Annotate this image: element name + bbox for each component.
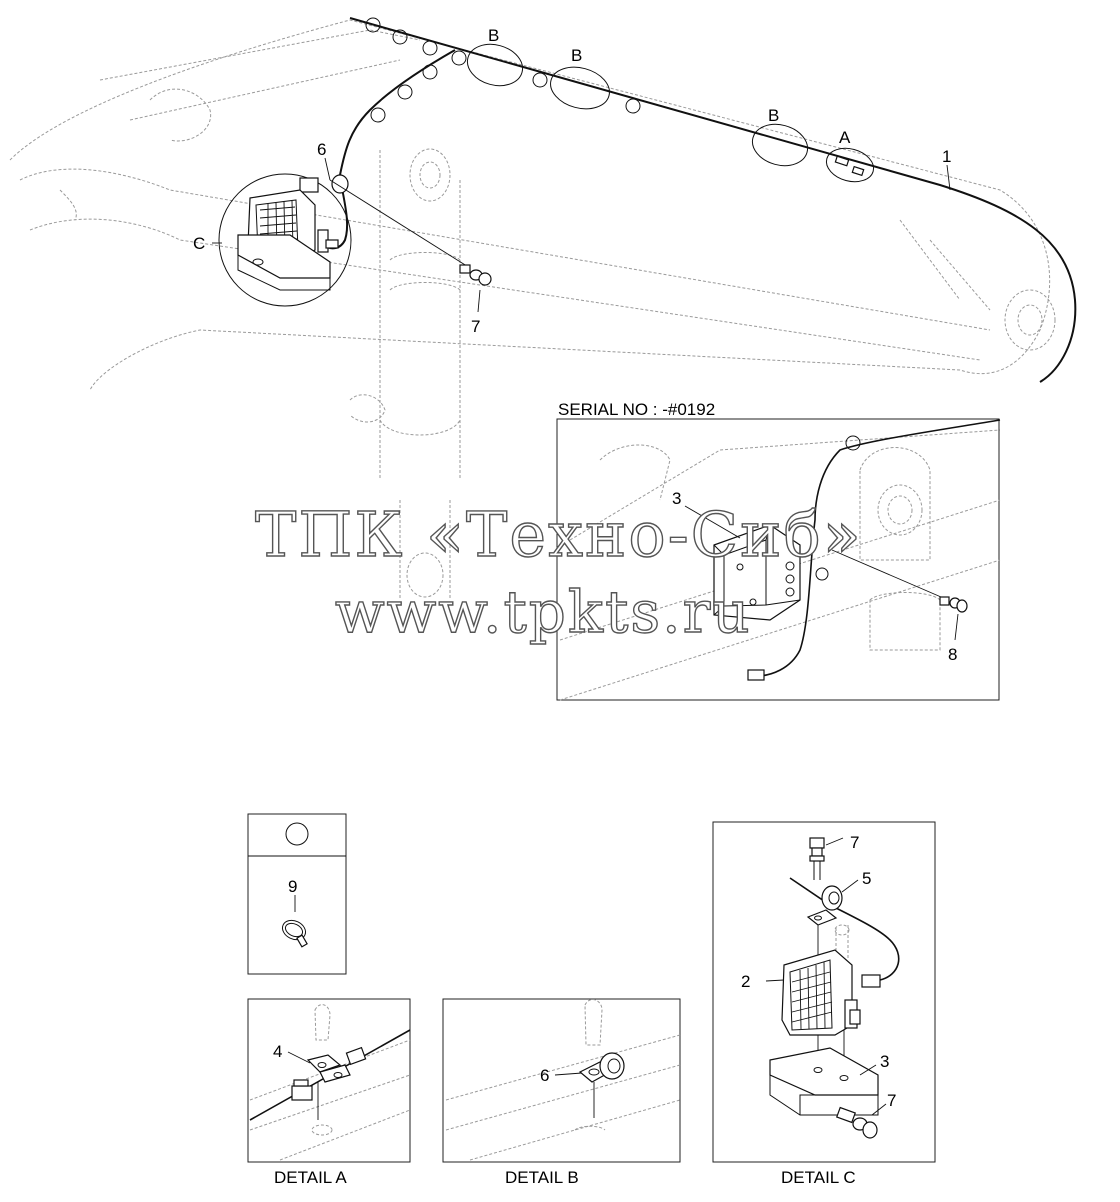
lamp-assembly-main [218,173,492,307]
boom-outline [9,19,1056,600]
callout-c: C [193,234,205,253]
serial-panel: 3 8 [556,418,1001,701]
callout-b-3: B [768,106,779,125]
callout-b-2: B [571,46,582,65]
detail-c-caption: DETAIL C [781,1168,856,1187]
detail-b-caption: DETAIL B [505,1168,579,1187]
serial-label: SERIAL NO : -#0192 [558,400,715,419]
detail-c-callout-5: 5 [862,869,871,888]
detail-c-callout-7-bottom: 7 [887,1091,896,1110]
callout-6: 6 [317,140,326,159]
detail-a-callout-4: 4 [273,1042,282,1061]
callout-b-1: B [488,26,499,45]
callout-a: A [839,128,851,147]
detail-a-caption: DETAIL A [274,1168,347,1187]
band-clips [365,17,641,123]
detail-b-box: 6 [442,998,681,1163]
watermark-url: www.tpkts.ru [335,578,752,646]
callout-7: 7 [471,317,480,336]
item-9-box: 9 [247,813,347,975]
serial-callout-8: 8 [948,645,957,664]
callout-1: 1 [942,147,951,166]
detail-a-box: 4 [247,998,411,1163]
detail-c-callout-2: 2 [741,972,750,991]
detail-c-callout-3: 3 [880,1052,889,1071]
detail-markers [466,43,875,183]
serial-callout-3: 3 [672,489,681,508]
detail-c-callout-7-top: 7 [850,833,859,852]
detail-c-box: 7 5 2 3 7 [712,821,936,1163]
detail-b-callout-6: 6 [540,1066,549,1085]
watermark-company: ТПК «Техно-Сиб» [255,498,863,571]
item-9-callout: 9 [288,877,297,896]
main-callouts: 1 6 7 C A B B B [193,26,951,336]
wire-harness [324,17,1077,383]
